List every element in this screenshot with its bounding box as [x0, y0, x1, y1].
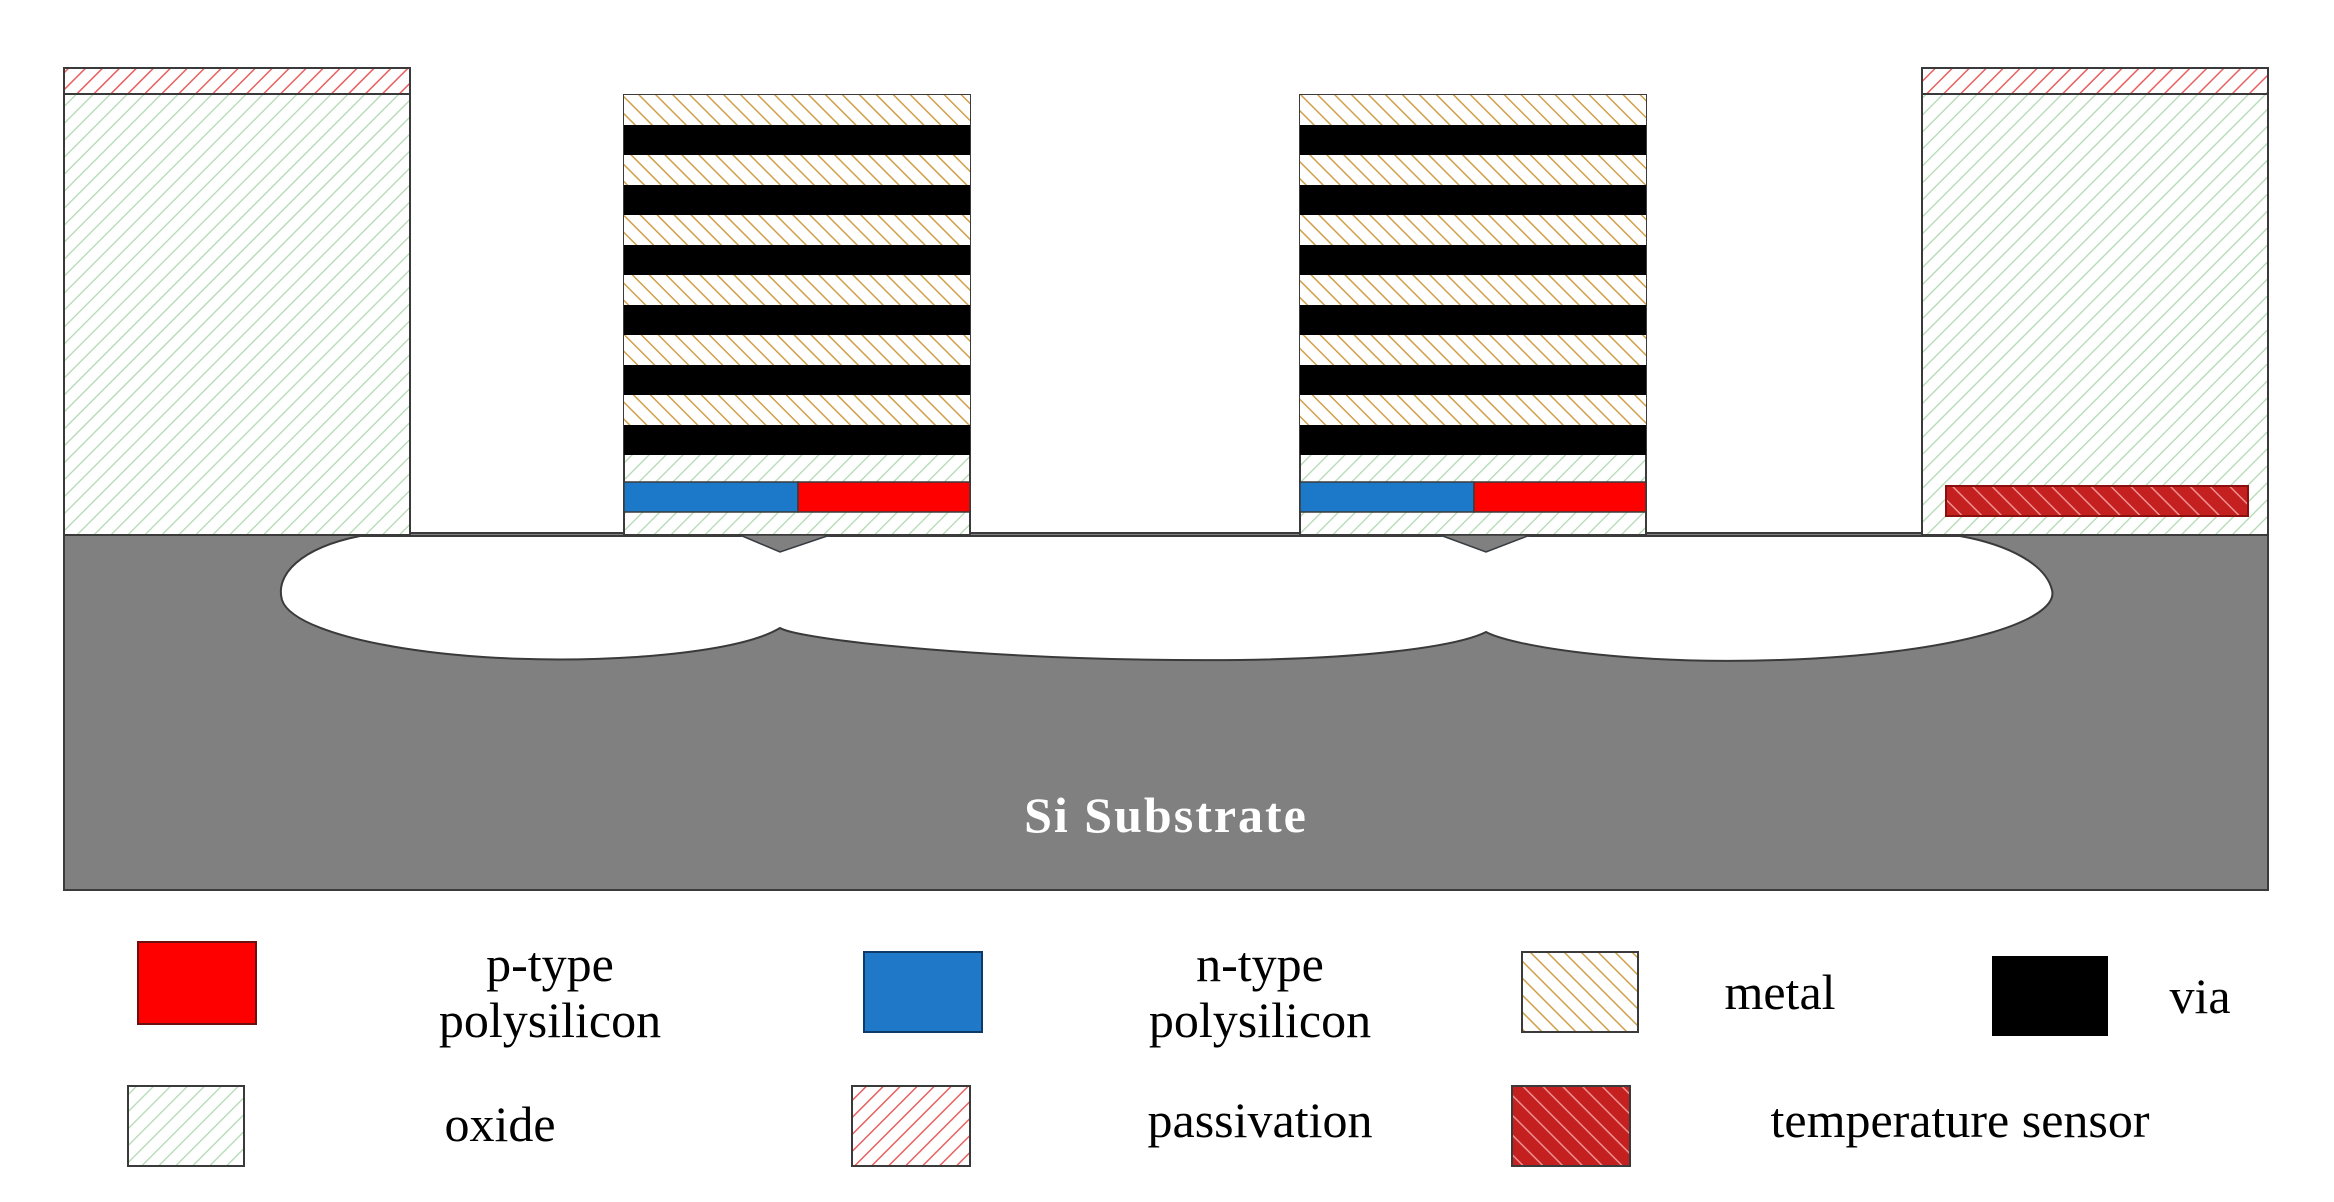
right-oxide-pillar: [1921, 67, 2269, 536]
passivation-swatch: [851, 1085, 971, 1167]
right-p-type-polysilicon: [1473, 481, 1647, 513]
left-n-type-polysilicon: [623, 481, 799, 513]
left-p-type-polysilicon: [797, 481, 971, 513]
right-thermopile-beam: [1299, 94, 1647, 553]
substrate-label: Si Substrate: [1024, 787, 1308, 843]
p-type-swatch: [137, 941, 257, 1025]
temperature-sensor-element: [1945, 485, 2249, 517]
via-swatch: [1992, 956, 2108, 1036]
left-oxide-pillar: [63, 67, 411, 536]
right-passivation-layer: [1921, 67, 2269, 95]
right-n-type-polysilicon: [1299, 481, 1475, 513]
left-thermopile-beam: [623, 94, 971, 553]
left-metal-via-stack: [624, 95, 970, 455]
metal-swatch: [1521, 951, 1639, 1033]
etched-cavity: [279, 535, 2054, 662]
legend-swatches: [127, 941, 2108, 1167]
oxide-swatch: [127, 1085, 245, 1167]
left-passivation-layer: [63, 67, 411, 95]
right-metal-via-stack: [1300, 95, 1646, 455]
n-type-swatch: [863, 951, 983, 1033]
temperature-sensor-swatch: [1511, 1085, 1631, 1167]
